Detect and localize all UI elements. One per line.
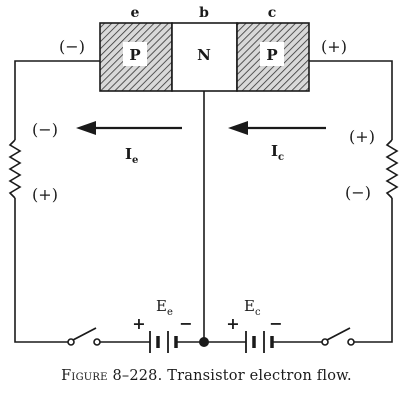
collector-battery-label: Ec [244,297,261,318]
circuit-wires [14,60,393,343]
collector-resistor-bottom-polarity: (−) [345,183,371,202]
collector-resistor [385,139,399,199]
emitter-current-label: Ie [125,145,138,166]
emitter-region-label: P [129,46,140,64]
base-terminal-label: b [199,5,209,21]
figure-caption-number: 8–228. [112,368,163,384]
emitter-battery-minus: − [179,314,192,333]
collector-label-box [260,42,284,66]
emitter-switch [67,327,101,346]
collector-battery-minus: − [269,314,282,333]
collector-battery [245,331,274,353]
emitter-resistor [8,139,22,199]
base-n-region [171,22,238,92]
emitter-resistor-top-polarity: (−) [32,120,58,139]
collector-current-arrow [228,121,326,135]
figure-caption-label: Figure [61,368,108,384]
emitter-terminal-label: e [131,5,140,21]
collector-switch [321,327,355,346]
collector-current-label: Ic [271,142,284,163]
figure-caption: Figure 8–228. Transistor electron flow. [0,368,413,384]
ground-junction [199,337,209,347]
emitter-current-arrow [76,121,182,135]
emitter-battery [149,331,178,353]
emitter-battery-plus: + [132,314,145,333]
figure-caption-text: Transistor electron flow. [167,368,352,384]
emitter-battery-label: Ee [156,297,173,318]
emitter-resistor-bottom-polarity: (+) [32,185,58,204]
base-region-label: N [197,46,211,64]
collector-region-label: P [266,46,277,64]
collector-resistor-top-polarity: (+) [349,127,375,146]
collector-polarity-label: (+) [321,37,347,56]
emitter-label-box [123,42,147,66]
emitter-polarity-label: (−) [59,37,85,56]
collector-battery-plus: + [226,314,239,333]
collector-terminal-label: c [268,5,277,21]
